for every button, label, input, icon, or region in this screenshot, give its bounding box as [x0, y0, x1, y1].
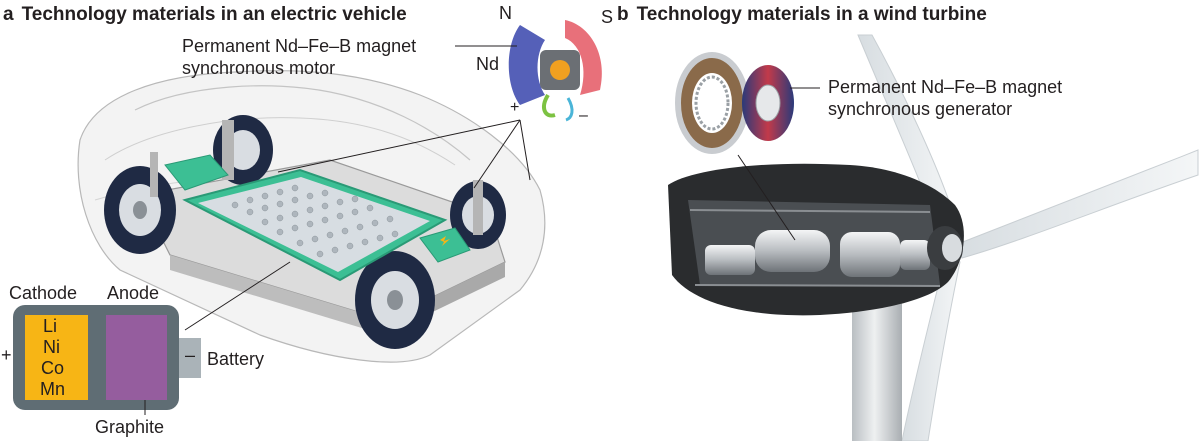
motor-label: Permanent Nd–Fe–B magnet synchronous mot…	[182, 35, 416, 79]
panel-a-letter: a	[3, 4, 14, 25]
anode-label: Anode	[107, 283, 160, 303]
anode-layer	[106, 315, 167, 400]
turbine-generator	[755, 230, 830, 272]
car-illustration	[77, 70, 546, 363]
panel-b-leader-lines	[737, 87, 820, 241]
graphite-label: Graphite	[95, 417, 165, 437]
cathode-label: Cathode	[9, 283, 78, 303]
front-motor-unit	[419, 227, 471, 263]
turbine-tower	[852, 300, 902, 441]
turbine-gearbox	[840, 232, 900, 277]
motor-plus-label: +	[510, 99, 520, 116]
motor-nd-label: Nd	[476, 54, 500, 74]
separator-layer	[88, 315, 106, 400]
motor-pole-north: N	[499, 3, 512, 23]
wind-turbine-illustration	[668, 34, 1199, 441]
turbine-blade-lower	[901, 257, 961, 441]
panel-b-title-text: Technology materials in a wind turbine	[636, 4, 987, 25]
motor-south-magnet	[565, 20, 602, 95]
battery-terminal	[179, 338, 201, 378]
battery-cell	[13, 305, 201, 415]
motor-north-magnet	[508, 25, 545, 105]
panel-a-title: a Technology materials in an electric veh…	[3, 4, 407, 26]
battery-minus-sign: –	[185, 345, 196, 365]
turbine-blade-upper	[857, 34, 959, 236]
rear-motor-unit	[164, 154, 229, 191]
battery-label: Battery	[207, 349, 265, 369]
cathode-element-li: Li	[43, 316, 58, 336]
generator-label-line1: Permanent Nd–Fe–B magnet	[828, 77, 1063, 97]
generator-inset	[675, 52, 794, 154]
turbine-blade-right	[954, 149, 1199, 259]
motor-inset	[508, 20, 602, 122]
generator-label: Permanent Nd–Fe–B magnet synchronous gen…	[828, 76, 1062, 120]
cathode-element-ni: Ni	[43, 337, 60, 357]
cathode-layer	[25, 315, 88, 400]
cathode-element-co: Co	[41, 358, 65, 378]
motor-pole-south: S	[601, 7, 614, 27]
panel-b-title: b Technology materials in a wind turbine	[617, 4, 987, 26]
motor-minus-label: –	[579, 107, 588, 124]
motor-label-line2: synchronous motor	[182, 58, 336, 78]
motor-label-line1: Permanent Nd–Fe–B magnet	[182, 36, 417, 56]
cathode-element-mn: Mn	[40, 379, 66, 399]
battery-plus-sign: +	[1, 345, 12, 365]
generator-label-line2: synchronous generator	[828, 99, 1013, 119]
panel-a-title-text: Technology materials in an electric vehi…	[21, 4, 407, 25]
panel-a-leader-lines	[184, 45, 531, 331]
panel-b-letter: b	[617, 4, 629, 25]
